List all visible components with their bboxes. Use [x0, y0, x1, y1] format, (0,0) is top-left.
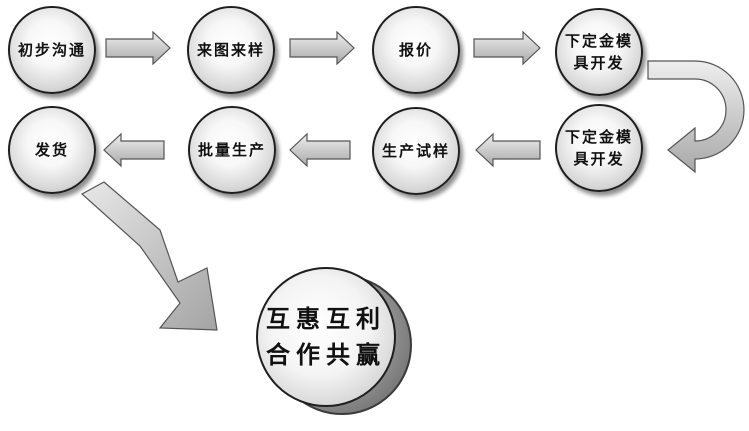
step-trial-production: 生产试样 [372, 107, 460, 195]
goal-circle: 互惠互利 合作共赢 [256, 267, 396, 407]
goal-label-line-1: 互惠互利 [266, 304, 386, 333]
step-label: 报价 [398, 41, 433, 59]
step-label-line-2: 具开发 [573, 150, 625, 168]
step-label: 生产试样 [381, 142, 450, 160]
step-deposit-mold-development-bottom: 下定金模 具开发 [555, 104, 643, 192]
step-drawings-samples: 来图来样 [187, 6, 275, 94]
step-label: 来图来样 [196, 41, 265, 59]
step-label: 发货 [34, 141, 69, 159]
step-label: 初步沟通 [17, 41, 86, 59]
arrow-u-turn [647, 60, 745, 174]
step-initial-communication: 初步沟通 [8, 6, 96, 94]
arrow-right-2 [289, 30, 355, 66]
step-label: 批量生产 [197, 141, 266, 159]
arrow-to-goal [80, 181, 218, 331]
arrow-right-3 [473, 30, 541, 66]
arrow-right-1 [105, 30, 171, 66]
step-label-line-1: 下定金模 [564, 32, 633, 50]
step-deposit-mold-development-top: 下定金模 具开发 [555, 8, 643, 96]
arrow-left-2 [289, 132, 351, 168]
step-shipping: 发货 [8, 106, 96, 194]
step-mass-production: 批量生产 [188, 106, 276, 194]
goal-label-line-2: 合作共赢 [266, 340, 386, 369]
step-quotation: 报价 [372, 6, 460, 94]
arrow-left-3 [475, 132, 541, 168]
step-label-line-2: 具开发 [573, 54, 625, 72]
step-label-line-1: 下定金模 [564, 128, 633, 146]
arrow-left-1 [103, 132, 165, 168]
